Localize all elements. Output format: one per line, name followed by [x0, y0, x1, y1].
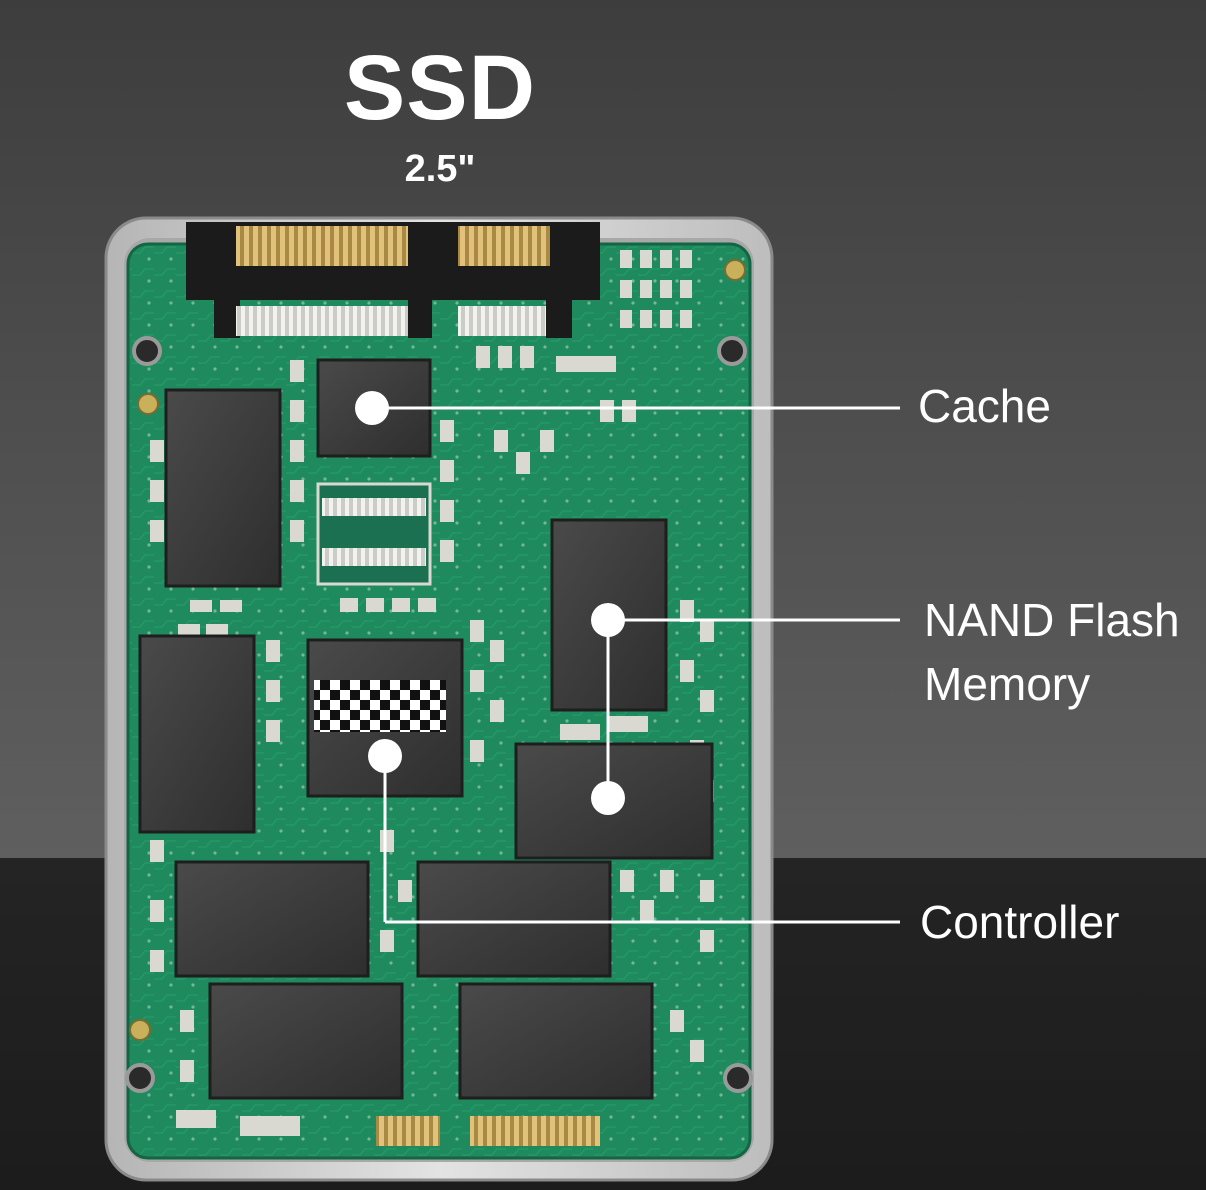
cache-marker-dot — [355, 391, 389, 425]
edge-contacts — [376, 1116, 600, 1146]
redacted-label — [314, 680, 446, 732]
callout-lines — [372, 406, 900, 924]
diagram-subtitle: 2.5" — [404, 148, 476, 190]
nand-flash-label-line1: NAND Flash — [924, 594, 1180, 646]
nand-marker-dot-bottom — [591, 781, 625, 815]
nand-flash-label-line2: Memory — [924, 658, 1091, 710]
sata-connector — [186, 222, 600, 338]
nand-marker-dot-top — [591, 603, 625, 637]
nand-flash-chips — [138, 388, 714, 1100]
callout-dots — [355, 391, 625, 815]
memory-module — [316, 482, 432, 586]
controller-marker-dot — [368, 739, 402, 773]
screw-holes — [125, 259, 753, 1093]
controller-chip — [306, 638, 464, 798]
controller-label: Controller — [920, 896, 1120, 948]
diagram-title: SSD — [343, 37, 537, 139]
cache-label: Cache — [918, 380, 1051, 432]
